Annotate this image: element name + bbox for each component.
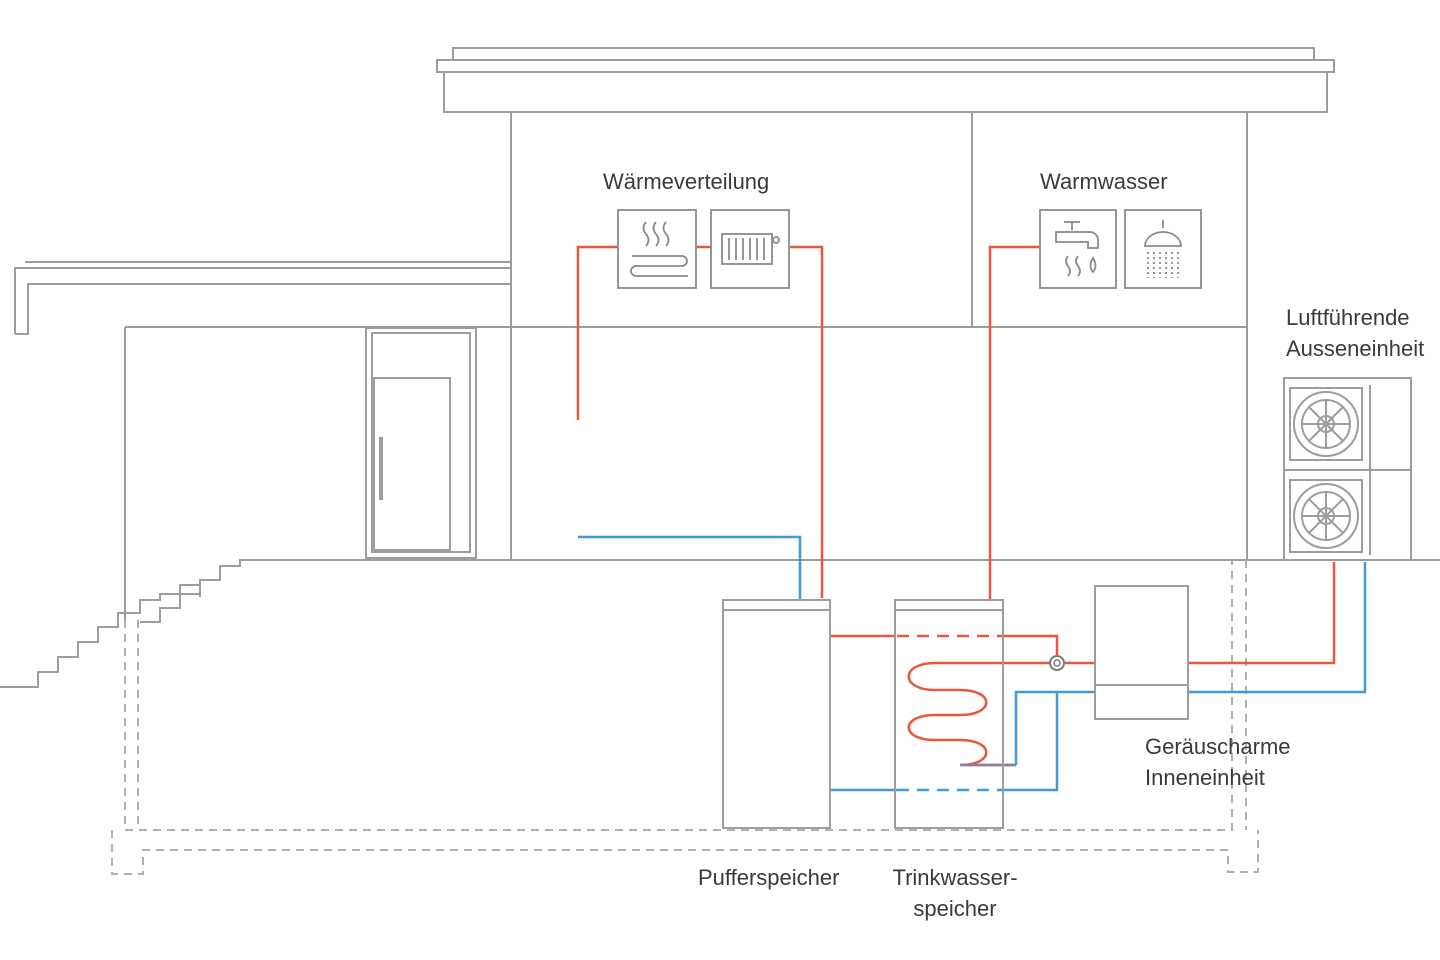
outdoor-supply-pipe — [1188, 562, 1336, 665]
outdoor-unit-label-line2: Ausseneinheit — [1286, 336, 1425, 361]
indoor-unit — [1094, 585, 1189, 720]
heat-exchanger-coil — [907, 661, 1016, 767]
hot-water-pipe — [988, 245, 1040, 600]
buffer-tank-label: Pufferspeicher — [698, 865, 840, 890]
outdoor-unit-label-line1: Luftführende — [1286, 305, 1410, 330]
buffer-tank — [722, 599, 831, 829]
upper-roof-fascia — [443, 71, 1328, 113]
fan-icon — [1289, 479, 1363, 553]
pipes — [576, 245, 1367, 792]
potable-tank-label-line1: Trinkwasser- — [892, 865, 1018, 890]
upper-roof — [452, 47, 1315, 60]
floor-heating-icon — [617, 209, 697, 289]
heating-return-pipe — [576, 245, 618, 420]
shower-icon — [1124, 209, 1202, 289]
building-outline — [0, 47, 1440, 688]
outdoor-return-pipe — [1188, 562, 1367, 694]
potable-water-tank — [894, 599, 1004, 829]
indoor-unit-label-line2: Inneneinheit — [1145, 765, 1265, 790]
entrance-door — [365, 327, 477, 559]
potable-tank-label: Trinkwasser- speicher — [880, 862, 1030, 924]
hot-water-label: Warmwasser — [1040, 169, 1168, 194]
potable-tank-label-line2: speicher — [913, 896, 997, 921]
faucet-icon — [1039, 209, 1117, 289]
fan-icon — [1289, 387, 1363, 461]
valve-icon — [1049, 655, 1065, 671]
heat-distribution-label: Wärmeverteilung — [603, 169, 770, 194]
stairs — [0, 584, 201, 688]
radiator-icon — [710, 209, 790, 289]
outdoor-unit — [1283, 377, 1412, 561]
heating-supply-pipe — [790, 245, 824, 598]
outdoor-unit-label: Luftführende Ausseneinheit — [1286, 302, 1424, 364]
upper-roof-slab — [436, 59, 1335, 73]
indoor-unit-label: Geräuscharme Inneneinheit — [1145, 731, 1291, 793]
indoor-unit-label-line1: Geräuscharme — [1145, 734, 1291, 759]
basement-outline — [111, 560, 1259, 875]
